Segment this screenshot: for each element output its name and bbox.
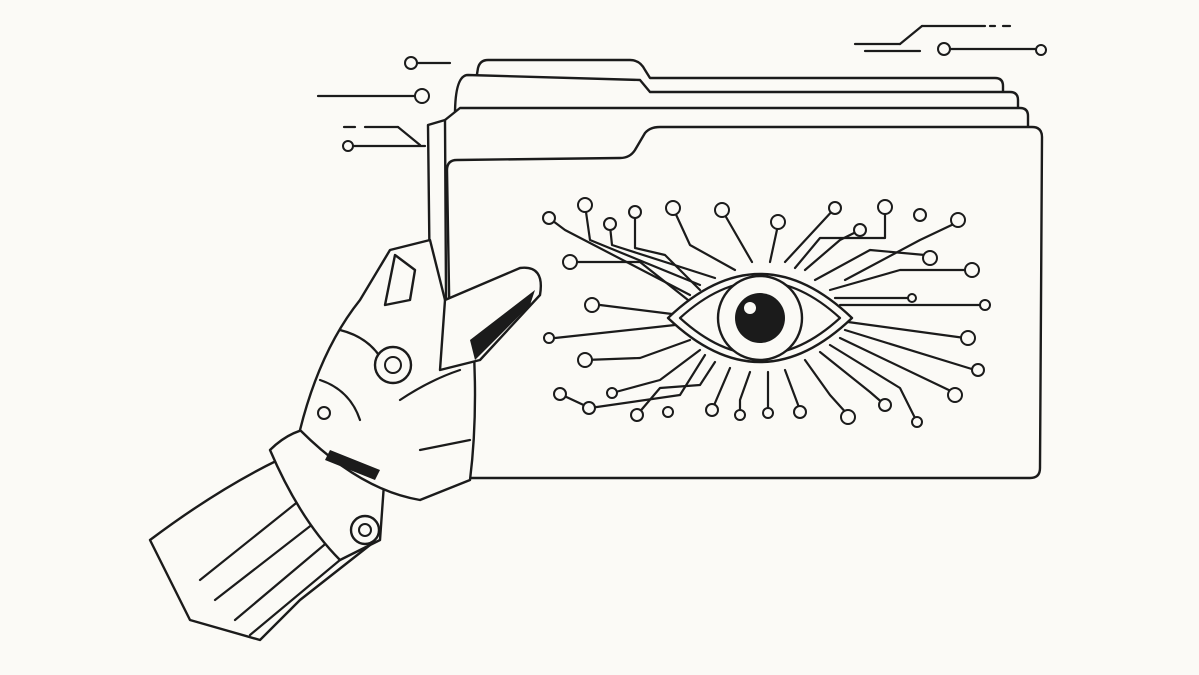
robot-thumb (438, 266, 542, 372)
circuit-node (542, 211, 556, 225)
circuit-node (603, 217, 617, 231)
circuit-node (877, 199, 893, 215)
circuit-node (922, 250, 938, 266)
decorative-lines-top-left (316, 56, 452, 152)
robot-finger (383, 253, 417, 307)
circuit-node (582, 401, 596, 415)
circuit-node (630, 408, 644, 422)
circuit-node (960, 330, 976, 346)
circuit-node (665, 200, 681, 216)
circuit-node (562, 254, 578, 270)
circuit-node (950, 212, 966, 228)
circuit-node (606, 387, 618, 399)
circuit-nodes (542, 197, 991, 428)
circuit-node (840, 409, 856, 425)
circuit-node (734, 409, 746, 421)
circuit-node (913, 208, 927, 222)
robotic-hand (148, 238, 542, 642)
decorative-lines-top-right (853, 24, 1047, 56)
circuit-node (971, 363, 985, 377)
circuit-node (762, 407, 774, 419)
circuit-node (979, 299, 991, 311)
eye-pupil (735, 293, 785, 343)
circuit-node (907, 293, 917, 303)
eye-icon (666, 272, 854, 364)
circuit-node (705, 403, 719, 417)
circuit-node (628, 205, 642, 219)
circuit-node (853, 223, 867, 237)
circuit-node (793, 405, 807, 419)
circuit-node (828, 201, 842, 215)
circuit-node (878, 398, 892, 412)
circuit-node (947, 387, 963, 403)
circuit-node (577, 197, 593, 213)
circuit-node (662, 406, 674, 418)
circuit-node (577, 352, 593, 368)
circuit-node (714, 202, 730, 218)
circuit-node (553, 387, 567, 401)
circuit-node (584, 297, 600, 313)
circuit-node (770, 214, 786, 230)
circuit-node (543, 332, 555, 344)
circuit-node (911, 416, 923, 428)
circuit-node (964, 262, 980, 278)
